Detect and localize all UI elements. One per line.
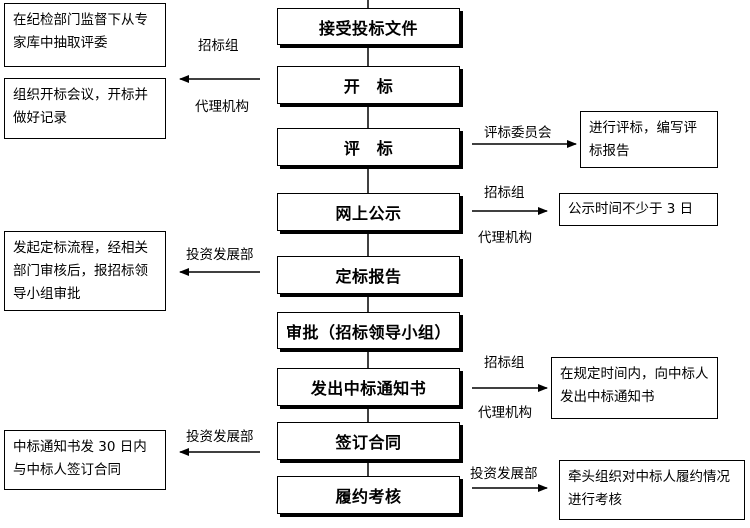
step-bid-evaluation: 评 标: [277, 128, 460, 166]
note-bid-opening: 组织开标会议，开标并做好记录: [4, 78, 166, 139]
step-online-publicity: 网上公示: [277, 193, 460, 231]
note-notify-winner: 在规定时间内，向中标人发出中标通知书: [551, 357, 718, 419]
step-receive-bids: 接受投标文件: [277, 8, 460, 45]
label-agency: 代理机构: [478, 230, 532, 246]
label-investment-dept: 投资发展部: [186, 429, 254, 445]
label-agency: 代理机构: [478, 405, 532, 421]
step-performance-review: 履约考核: [277, 476, 460, 514]
step-issue-notice: 发出中标通知书: [277, 368, 460, 406]
step-sign-contract: 签订合同: [277, 422, 460, 460]
label-bidding-group: 招标组: [484, 185, 525, 201]
note-publicity: 公示时间不少于 3 日: [559, 193, 718, 226]
note-performance: 牵头组织对中标人履约情况进行考核: [559, 460, 745, 520]
note-expert-pick: 在纪检部门监督下从专家库中抽取评委: [4, 3, 166, 67]
label-agency: 代理机构: [195, 99, 249, 115]
label-investment-dept: 投资发展部: [470, 466, 538, 482]
step-bid-opening: 开 标: [277, 66, 460, 104]
label-bidding-group: 招标组: [198, 38, 239, 54]
label-committee: 评标委员会: [484, 125, 552, 141]
step-approval: 审批（招标领导小组）: [277, 312, 460, 349]
note-evaluation: 进行评标，编写评标报告: [580, 111, 718, 168]
label-bidding-group: 招标组: [484, 355, 525, 371]
step-award-report: 定标报告: [277, 256, 460, 294]
note-contract-deadline: 中标通知书发 30 日内与中标人签订合同: [4, 430, 166, 490]
note-award-report: 发起定标流程，经相关部门审核后，报招标领导小组审批: [4, 231, 166, 311]
label-investment-dept: 投资发展部: [186, 247, 254, 263]
